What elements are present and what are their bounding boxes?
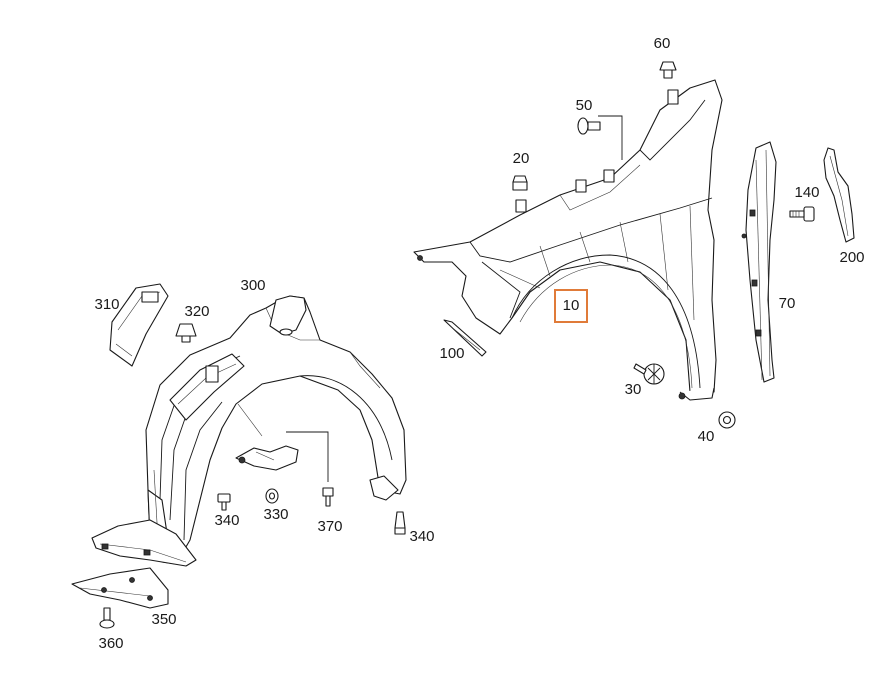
bolt-part-340-left [217,493,231,511]
clip-part-100 [443,319,487,357]
bolt-part-360 [99,607,115,629]
wheel-arch-liner-part-300 [145,295,407,565]
label-part-360: 360 [98,635,124,652]
label-part-50: 50 [575,97,593,114]
bolt-part-140 [789,206,815,222]
leader-50 [598,115,623,160]
label-part-100: 100 [439,345,465,362]
label-part-310: 310 [94,296,120,313]
label-part-140: 140 [794,184,820,201]
label-part-10: 10 [562,297,580,314]
label-part-350: 350 [151,611,177,628]
label-part-320: 320 [184,303,210,320]
leader-370 [286,431,329,482]
label-part-300: 300 [240,277,266,294]
label-part-330: 330 [263,506,289,523]
clip-part-320 [175,323,197,343]
under-panel [91,519,197,567]
clip-part-30 [633,363,665,385]
bolt-part-20 [512,175,528,191]
nut-part-60 [659,61,677,79]
label-part-70: 70 [778,295,796,312]
nut-part-330 [265,488,279,504]
label-part-340-left: 340 [214,512,240,529]
front-fender-part-10 [413,79,747,401]
label-part-30: 30 [624,381,642,398]
splash-panel-part-350 [71,567,169,609]
nut-part-40 [718,411,736,429]
bolt-part-340-right [394,511,406,535]
label-part-370: 370 [317,518,343,535]
label-part-40: 40 [697,428,715,445]
fender-strip-part-70 [745,141,777,383]
label-part-200: 200 [839,249,865,266]
bolt-part-50 [577,117,601,135]
bracket-part-310 [109,283,169,367]
label-part-60: 60 [653,35,671,52]
bolt-part-370 [322,487,334,507]
highlight-box-part-10 [554,289,588,323]
label-part-340-right: 340 [409,528,435,545]
label-part-20: 20 [512,150,530,167]
seal-part-200 [823,147,855,243]
